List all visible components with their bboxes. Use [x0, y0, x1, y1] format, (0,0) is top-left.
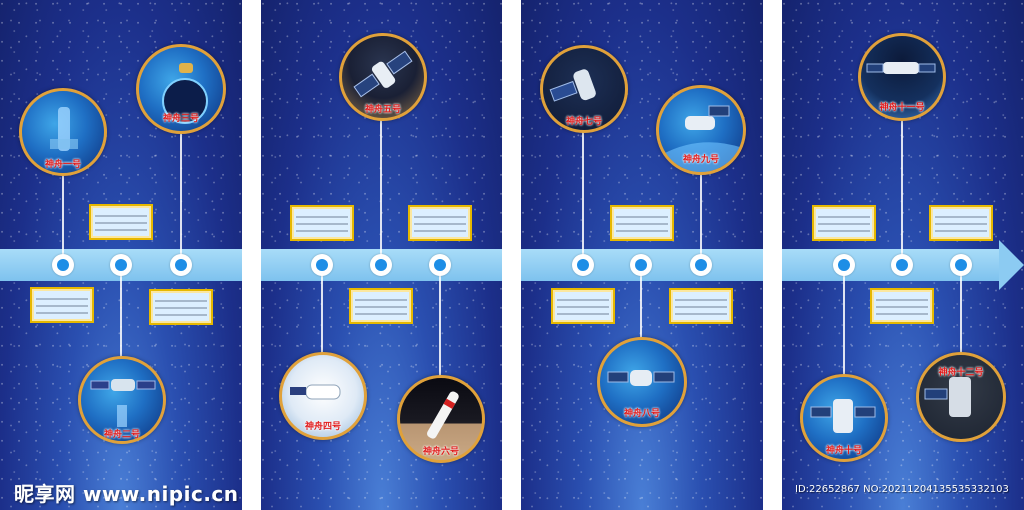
timeline-node-12 [950, 254, 972, 276]
info-card-6 [408, 205, 472, 241]
info-card-5 [349, 288, 413, 324]
info-card-3 [149, 289, 213, 325]
connector-7 [582, 128, 584, 255]
info-card-1 [30, 287, 94, 323]
timeline-node-5 [370, 254, 392, 276]
connector-6 [439, 275, 441, 380]
info-card-9 [669, 288, 733, 324]
docking-icon [607, 370, 675, 386]
timeline-node-11 [891, 254, 913, 276]
rocket-launch-icon [50, 107, 78, 151]
capsule-icon [290, 384, 341, 400]
connector-1 [62, 160, 64, 255]
mission-label-m4: 神舟四号 [304, 421, 341, 431]
docking-station-icon [810, 399, 876, 433]
connector-12 [960, 275, 962, 355]
connector-9 [700, 170, 702, 255]
info-card-12 [929, 205, 993, 241]
timeline-node-6 [429, 254, 451, 276]
mission-label-m9: 神舟九号 [682, 154, 719, 164]
medallion-m12: 神舟十二号 [916, 352, 1006, 442]
timeline-node-7 [572, 254, 594, 276]
mission-label-m1: 神舟一号 [44, 159, 81, 169]
medallion-m2: 神舟二号 [78, 356, 166, 444]
satellite-icon [353, 50, 413, 98]
space-lab-icon [866, 62, 936, 74]
timeline-arrow-icon [999, 240, 1024, 290]
timeline-node-10 [833, 254, 855, 276]
connector-3 [180, 122, 182, 255]
info-card-10 [812, 205, 876, 241]
timeline-node-8 [630, 254, 652, 276]
watermark-site: 昵享网 www.nipic.cn [14, 482, 239, 506]
mission-label-m8: 神舟八号 [623, 408, 660, 418]
timeline-node-1 [52, 254, 74, 276]
timeline-node-4 [311, 254, 333, 276]
mission-label-m2: 神舟二号 [103, 429, 140, 439]
orbital-module-icon [549, 69, 596, 102]
rocket-icon [427, 391, 459, 439]
connector-8 [640, 275, 642, 345]
timeline-node-2 [110, 254, 132, 276]
medallion-m7: 神舟七号 [540, 45, 628, 133]
medallion-m11: 神舟十一号 [858, 33, 946, 121]
timeline-node-3 [170, 254, 192, 276]
medallion-m1: 神舟一号 [19, 88, 107, 176]
watermark-id: ID:22652867 NO:20211204135535332103 [795, 484, 1009, 495]
mission-label-m7: 神舟七号 [565, 116, 602, 126]
mission-label-m3: 神舟三号 [162, 113, 199, 123]
space-station-icon [659, 105, 743, 172]
mission-label-m12: 神舟十二号 [938, 367, 984, 377]
space-station-module-icon [924, 377, 971, 417]
connector-11 [901, 115, 903, 255]
medallion-m6: 神舟六号 [397, 375, 485, 463]
mission-label-m5: 神舟五号 [364, 104, 401, 114]
mission-label-m11: 神舟十一号 [879, 102, 925, 112]
connector-10 [843, 275, 845, 380]
info-card-2 [89, 204, 153, 240]
mission-label-m6: 神舟六号 [422, 446, 459, 456]
info-card-11 [870, 288, 934, 324]
earth-icon [162, 63, 208, 124]
medallion-m4: 神舟四号 [279, 352, 367, 440]
spacecraft-icon [90, 379, 156, 427]
connector-2 [120, 275, 122, 365]
medallion-m3: 神舟三号 [136, 44, 226, 134]
info-card-4 [290, 205, 354, 241]
medallion-m8: 神舟八号 [597, 337, 687, 427]
mission-label-m10: 神舟十号 [825, 445, 862, 455]
info-card-7 [551, 288, 615, 324]
connector-5 [380, 118, 382, 255]
medallion-m9: 神舟九号 [656, 85, 746, 175]
connector-4 [321, 275, 323, 355]
medallion-m10: 神舟十号 [800, 374, 888, 462]
medallion-m5: 神舟五号 [339, 33, 427, 121]
timeline-node-9 [690, 254, 712, 276]
info-card-8 [610, 205, 674, 241]
